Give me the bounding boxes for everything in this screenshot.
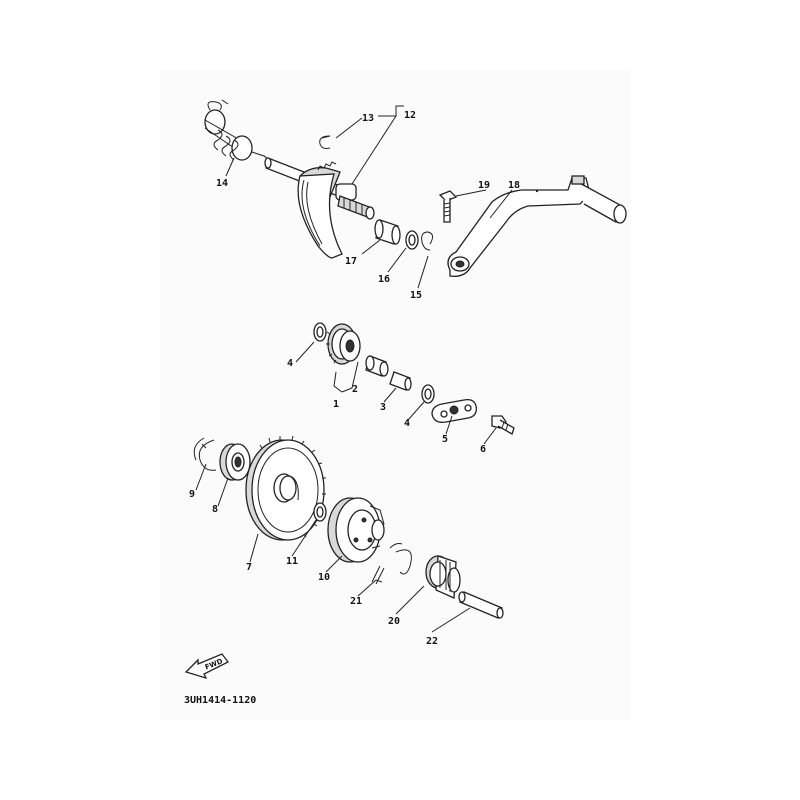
part-label-13: 13 (362, 113, 374, 124)
clip-spring-part (371, 543, 412, 585)
part-label-16: 16 (378, 274, 390, 285)
leader-lines (195, 105, 513, 633)
part-label-18: 18 (508, 180, 520, 191)
part-label-4: 4 (287, 358, 293, 369)
shaft-part (458, 591, 504, 619)
circlip-part (421, 231, 434, 251)
part-label-7: 7 (246, 562, 252, 573)
clip-part (319, 135, 331, 149)
ratchet-wheel-part (327, 497, 385, 563)
bolt-part (491, 415, 515, 435)
part-label-14: 14 (216, 178, 228, 189)
kick-shaft-assembly-part (264, 157, 375, 259)
part-label-11: 11 (286, 556, 298, 567)
diagram-code: 3UH1414-1120 (184, 695, 256, 706)
part-label-19: 19 (478, 180, 490, 191)
bushing-part (365, 355, 389, 377)
part-label-5: 5 (442, 434, 448, 445)
part-label-8: 8 (212, 504, 218, 515)
paper-background (160, 70, 630, 720)
large-gear-part (245, 435, 326, 541)
part-label-20: 20 (388, 616, 400, 627)
part-label-15: 15 (410, 290, 422, 301)
plate-part (431, 398, 477, 423)
part-label-21: 21 (350, 596, 362, 607)
part-label-17: 17 (345, 256, 357, 267)
kick-lever-part (447, 175, 627, 277)
part-label-9: 9 (189, 489, 195, 500)
torsion-spring-part (204, 99, 268, 163)
part-label-4: 4 (404, 418, 410, 429)
bushing-part (374, 219, 401, 245)
part-label-12: 12 (404, 110, 416, 121)
part-label-1: 1 (333, 399, 339, 410)
bolt-part (438, 190, 458, 223)
part-label-2: 2 (352, 384, 358, 395)
drive-gear-part (425, 555, 461, 599)
circlip-part (198, 439, 217, 471)
part-label-10: 10 (318, 572, 330, 583)
part-label-6: 6 (480, 444, 486, 455)
part-label-3: 3 (380, 402, 386, 413)
kick-gear-part (326, 323, 361, 365)
pin-part (389, 371, 412, 391)
bearing-part (219, 443, 251, 481)
part-label-22: 22 (426, 636, 438, 647)
